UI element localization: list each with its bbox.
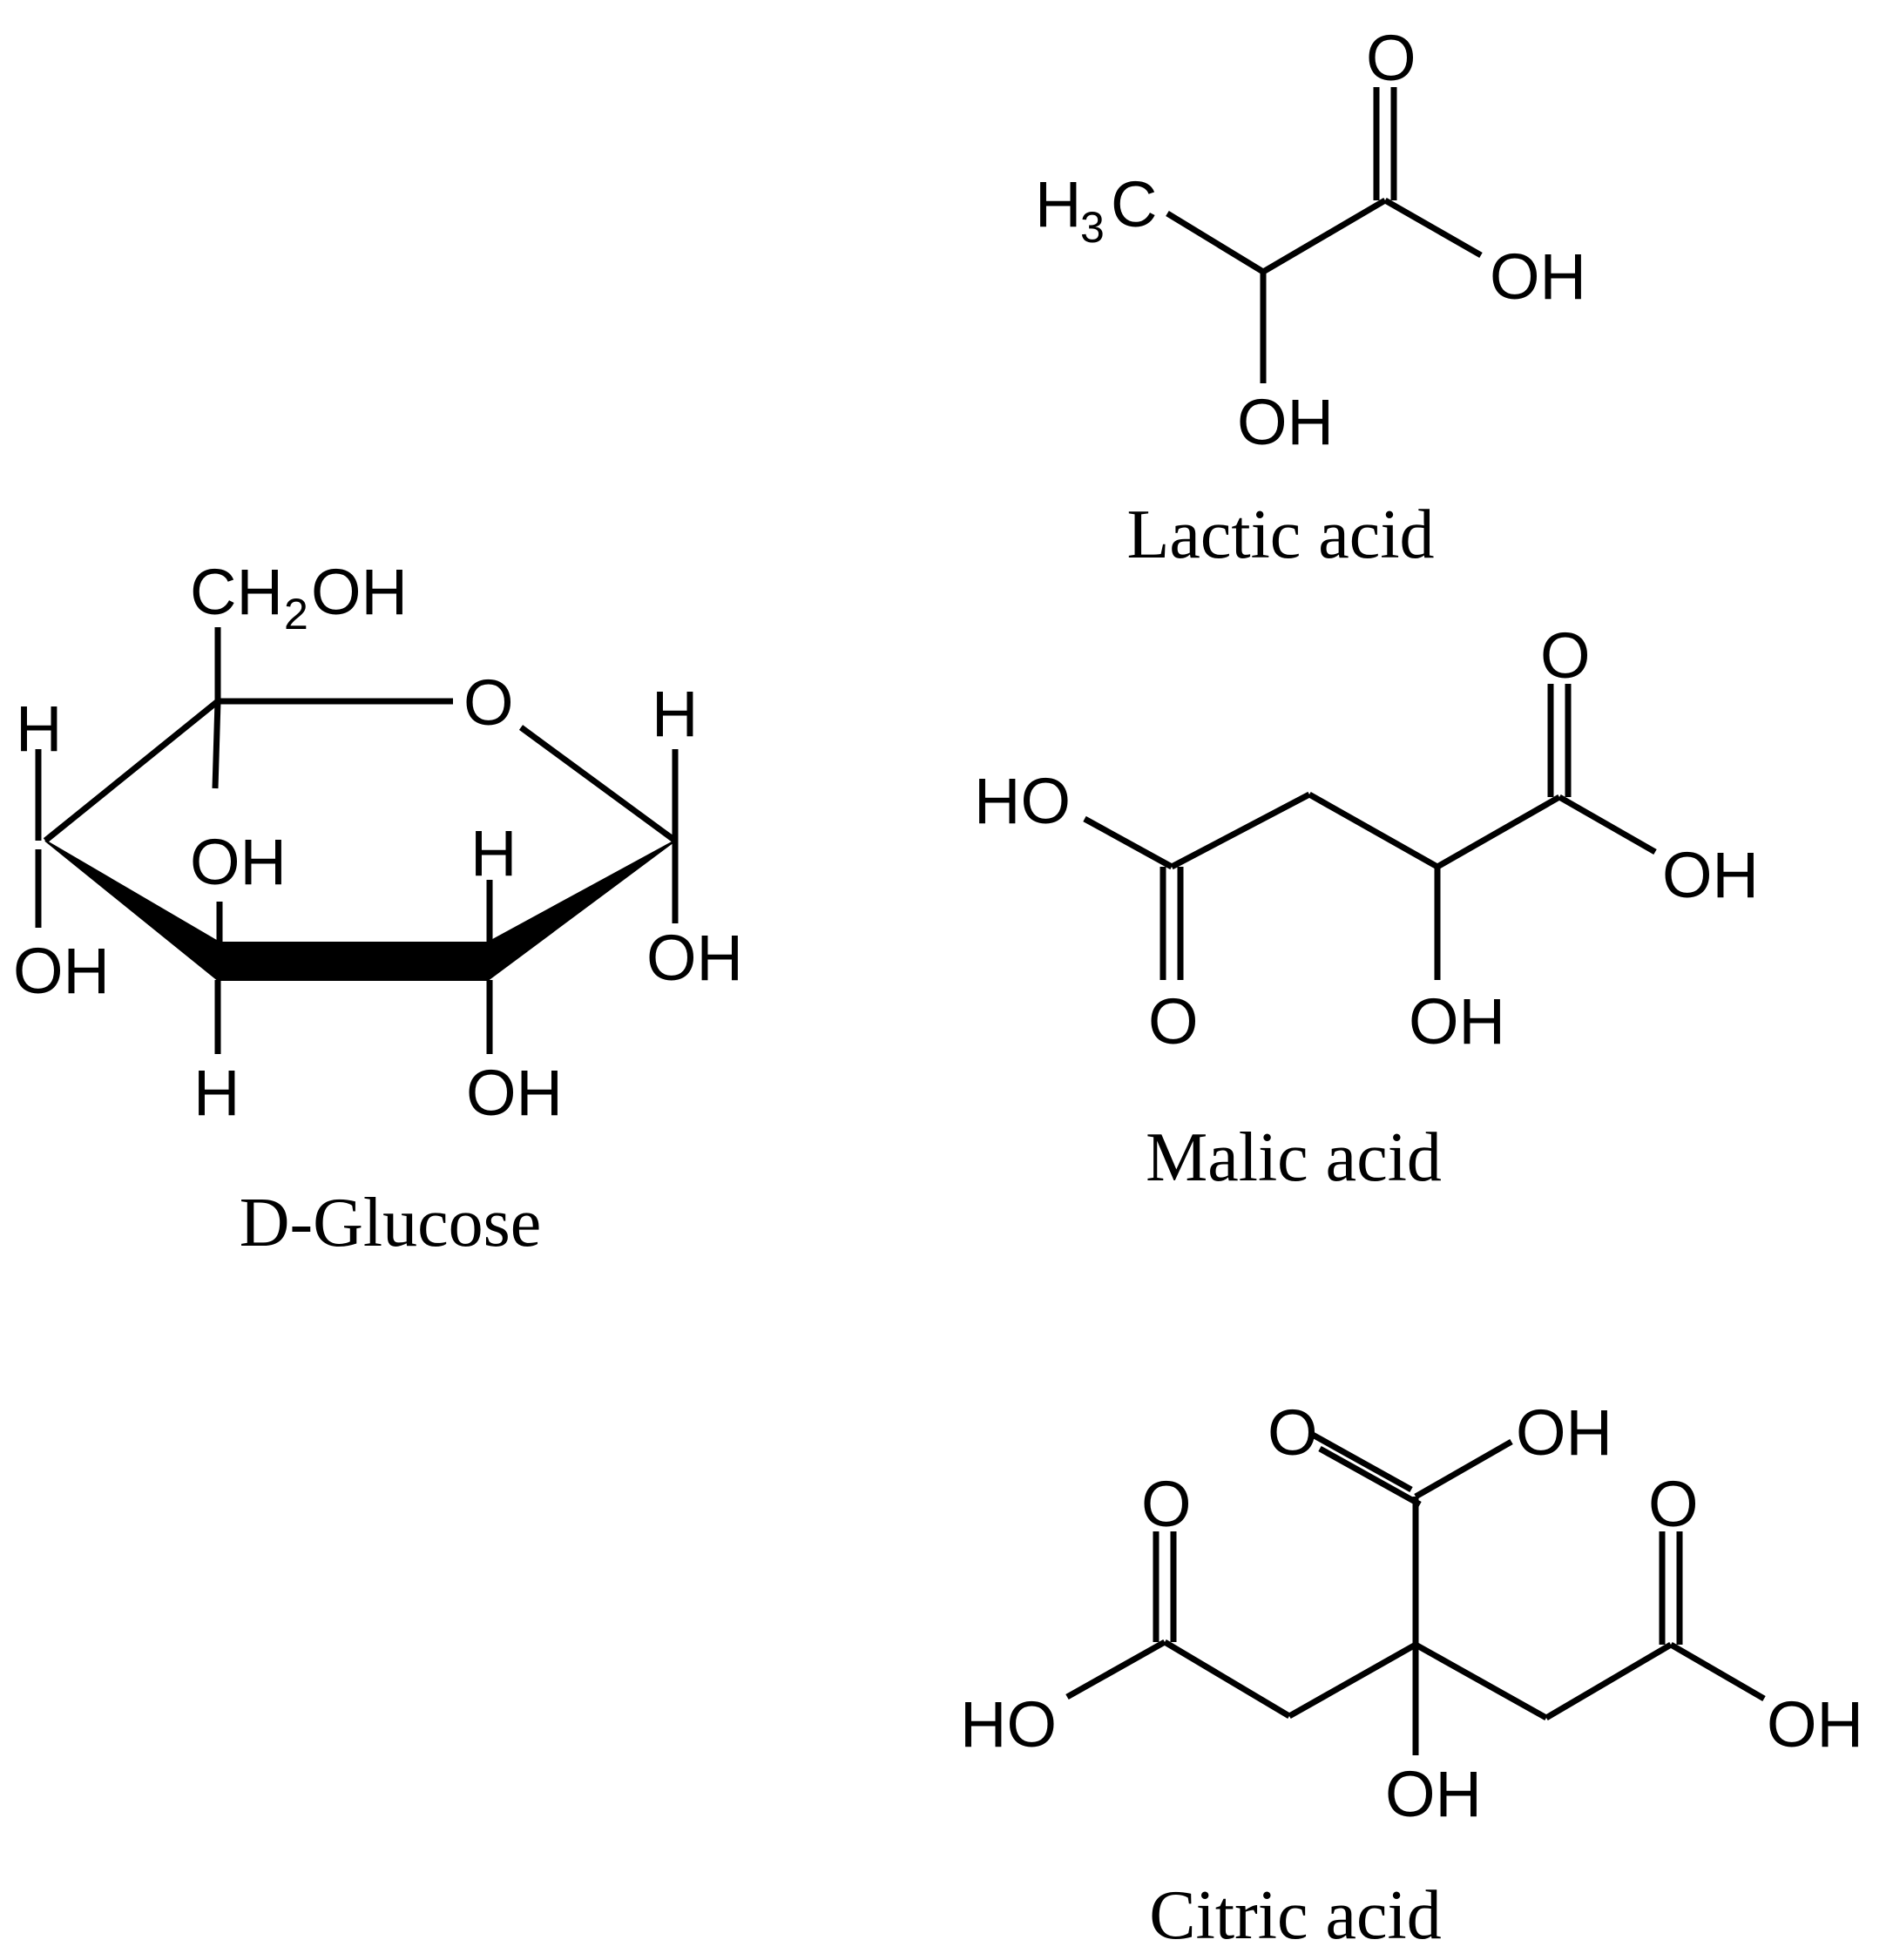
malic-oh-right: OH xyxy=(1662,839,1759,911)
lactic-bond-cc-oh xyxy=(1383,197,1483,259)
lactic-acid-caption: Lactic acid xyxy=(1126,497,1434,573)
citric-oh-top: OH xyxy=(1516,1396,1612,1469)
citric-o-right: O xyxy=(1648,1468,1699,1540)
glucose-wedge-c3-c2 xyxy=(216,942,489,981)
glucose-oh-c3-up: OH xyxy=(190,826,287,898)
citric-bond-ch2a-cq xyxy=(1288,1641,1417,1720)
lactic-o-carbonyl: O xyxy=(1366,22,1416,94)
citric-bond-c1-ch2a xyxy=(1163,1639,1291,1720)
citric-bond-c3-oh xyxy=(1414,1438,1513,1500)
citric-ho-left: HO xyxy=(960,1688,1057,1761)
malic-bond-ho-c1 xyxy=(1083,815,1173,870)
citric-bond-ho-c1 xyxy=(1065,1639,1166,1700)
glucose-oh-c2-down: OH xyxy=(466,1057,563,1129)
lactic-bond-ca-cc xyxy=(1261,197,1387,275)
citric-oh-center: OH xyxy=(1385,1758,1482,1830)
lactic-oh-acid: OH xyxy=(1490,240,1586,313)
citric-bond-c3-o-1 xyxy=(1318,1445,1422,1508)
glucose-h-c1: H xyxy=(652,678,698,750)
citric-acid-structure: O OH O HO O OH OH Citric acid xyxy=(960,1396,1863,1954)
lactic-h3c-3: 3 xyxy=(1080,203,1105,252)
malic-ho-left: HO xyxy=(974,765,1071,837)
malic-bond-ch-c4 xyxy=(1436,794,1561,870)
citric-bond-ch2b-c6 xyxy=(1545,1641,1673,1721)
lactic-oh-alpha: OH xyxy=(1237,386,1334,458)
citric-bond-c6-oh xyxy=(1669,1641,1766,1702)
d-glucose-caption: D-Glucose xyxy=(240,1185,542,1261)
lactic-h3c-c: C xyxy=(1111,168,1157,240)
citric-acid-caption: Citric acid xyxy=(1149,1877,1441,1954)
lactic-h3c-h: H xyxy=(1035,168,1081,240)
citric-oh-right: OH xyxy=(1767,1688,1863,1761)
d-glucose-structure: CH 2 OH O H OH OH H H OH H OH D-Glucose xyxy=(13,556,743,1261)
glucose-h-c2-up: H xyxy=(470,817,517,889)
malic-o-left: O xyxy=(1148,985,1199,1058)
glucose-h-c5: H xyxy=(16,693,62,765)
citric-o-top: O xyxy=(1268,1396,1318,1469)
glucose-wedge-c2-c1 xyxy=(487,840,676,982)
glucose-ring-o: O xyxy=(463,666,514,739)
malic-acid-caption: Malic acid xyxy=(1146,1119,1442,1196)
glucose-ch2oh-2: 2 xyxy=(284,590,308,639)
glucose-oh-c1: OH xyxy=(646,922,743,994)
citric-bond-cq-ch2b xyxy=(1414,1641,1548,1721)
glucose-bond-c5-down xyxy=(212,700,221,789)
glucose-ch2oh-oh: OH xyxy=(311,556,408,628)
citric-bond-c3-o-2 xyxy=(1309,1430,1413,1493)
malic-bond-c1-ch2 xyxy=(1170,791,1311,870)
malic-acid-structure: HO O O OH OH Malic acid xyxy=(974,619,1759,1196)
malic-bond-ch2-ch xyxy=(1308,791,1439,870)
malic-oh-mid: OH xyxy=(1409,985,1505,1058)
malic-o-right: O xyxy=(1540,619,1591,692)
glucose-bond-o-c1 xyxy=(518,725,678,843)
glucose-h-c3-down: H xyxy=(193,1057,240,1129)
lactic-bond-ch3-ca xyxy=(1166,211,1265,274)
glucose-bond-c5-c4 xyxy=(43,699,220,843)
malic-bond-c4-oh xyxy=(1558,794,1657,855)
glucose-oh-c4: OH xyxy=(13,935,110,1007)
lactic-acid-structure: H 3 C O OH OH Lactic acid xyxy=(1035,22,1586,573)
glucose-ch2oh-ch: CH xyxy=(190,556,283,628)
citric-o-left: O xyxy=(1141,1468,1192,1540)
